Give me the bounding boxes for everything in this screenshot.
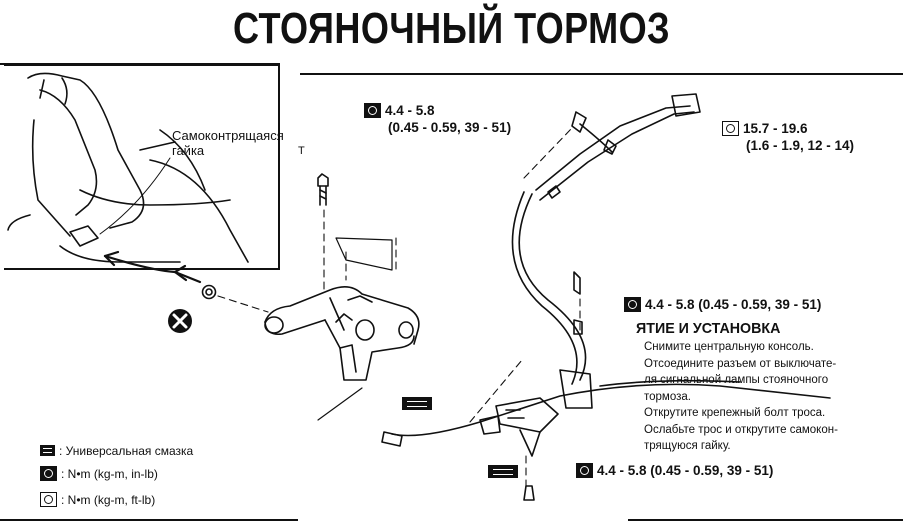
torque-wrench-icon [40, 466, 57, 481]
bolt-t [317, 173, 329, 206]
guide-lines [217, 127, 581, 489]
top-rule-right [300, 73, 903, 75]
locator-arrow [103, 250, 202, 284]
procedure-step: трящуюся гайку. [644, 440, 731, 452]
procedure-title: ЯТИЕ И УСТАНОВКА [636, 320, 781, 337]
torque-open-wrench-icon [722, 121, 739, 136]
torque-wrench-icon [624, 297, 641, 312]
lever-assembly [264, 286, 420, 381]
legend-grease: : Универсальная смазка [40, 443, 193, 459]
page-title: СТОЯНОЧНЫЙ ТОРМОЗ [232, 4, 671, 53]
torque-spec-middle: 4.4 - 5.8 (0.45 - 0.59, 39 - 51) [624, 296, 821, 313]
bottom-rule-right [628, 519, 903, 521]
grease-icon [40, 445, 55, 456]
removal-installation-procedure: ЯТИЕ И УСТАНОВКА Снимите центральную кон… [636, 320, 901, 455]
grease-icon [488, 465, 518, 478]
legend-torque-ft-lb: : N•m (kg-m, ft-lb) [40, 492, 155, 508]
procedure-step: Ослабьте трос и открутите самокон- [644, 423, 838, 436]
torque-open-wrench-icon [40, 492, 57, 507]
torque-wrench-icon [576, 463, 593, 478]
lever-bracket [335, 237, 393, 271]
procedure-step: ля сигнальной лампы стояночного [644, 374, 829, 386]
brake-cable [381, 93, 831, 501]
legend-torque-in-lb: : N•m (kg-m, in-lb) [40, 466, 158, 482]
self-locking-nut [201, 284, 217, 300]
torque-spec-bottom: 4.4 - 5.8 (0.45 - 0.59, 39 - 51) [576, 462, 773, 479]
do-not-reuse-icon [168, 309, 192, 333]
torque-spec-top-left: 4.4 - 5.8 (0.45 - 0.59, 39 - 51) [364, 102, 511, 136]
torque-spec-top-right: 15.7 - 19.6 (1.6 - 1.9, 12 - 14) [722, 120, 854, 154]
inset-console-drawing [7, 72, 249, 263]
inset-detail-box [4, 64, 280, 270]
procedure-step: тормоза. [644, 390, 691, 403]
grease-icon [402, 397, 432, 410]
procedure-step: Отсоедините разъем от выключате- [644, 357, 837, 370]
procedure-step: Открутите крепежный болт троса. [644, 407, 826, 419]
bolt-t-marker: T [298, 145, 305, 157]
torque-wrench-icon [364, 103, 381, 118]
self-locking-nut-callout: Самоконтрящаяся гайка [172, 128, 284, 158]
bottom-rule-left [0, 519, 298, 521]
procedure-step: Снимите центральную консоль. [644, 341, 814, 353]
